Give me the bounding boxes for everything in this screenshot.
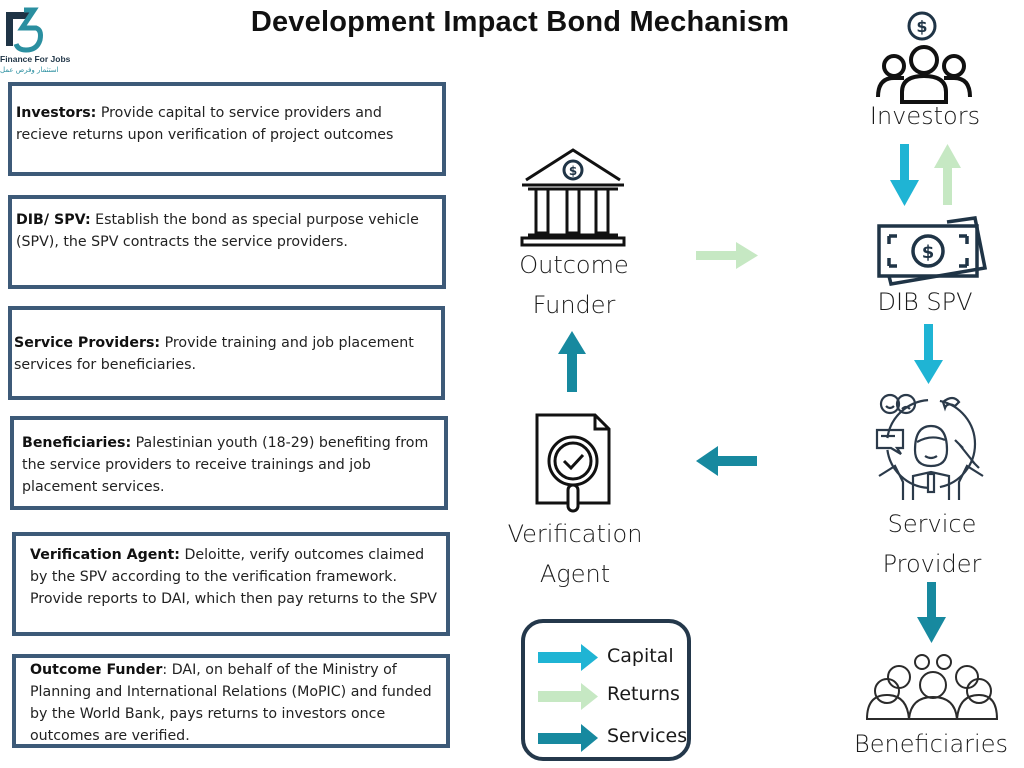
card-text: Provide capital to service providers and… — [16, 105, 394, 143]
label-line: Service — [887, 510, 977, 538]
node-dib-spv-label: DIB SPV — [877, 288, 973, 316]
arrow-services-provider-to-verification — [696, 446, 757, 476]
label-line: Agent — [539, 560, 611, 588]
legend-returns-arrow-icon — [538, 683, 598, 710]
card-term: Outcome Funder — [30, 662, 163, 678]
legend-label-services: Services — [607, 725, 688, 747]
logo-name: Finance For Jobs — [0, 54, 71, 64]
finance-for-jobs-logo — [2, 6, 72, 78]
legend-label-capital: Capital — [607, 645, 674, 667]
document-magnifier-icon — [535, 413, 611, 513]
card-term: DIB/ SPV: — [16, 212, 91, 228]
card-verification-agent: Verification Agent: Deloitte, verify out… — [12, 532, 450, 636]
legend — [521, 619, 691, 761]
card-service-providers: Service Providers: Provide training and … — [8, 306, 445, 400]
banknote-icon: $ — [877, 216, 988, 286]
logo-mark-icon — [6, 7, 43, 53]
label-line: Verification — [507, 520, 643, 548]
card-text: : DAI, on behalf of the Ministry of Plan… — [30, 662, 432, 744]
card-term: Investors: — [16, 105, 97, 121]
svg-text:$: $ — [922, 242, 935, 263]
arrow-returns-spv-to-investors — [934, 144, 961, 205]
legend-capital-arrow-icon — [538, 644, 598, 671]
legend-arrows — [538, 644, 598, 752]
logo-arabic-name: استثمار وفرص عمل — [0, 66, 59, 74]
card-term: Verification Agent: — [30, 547, 180, 563]
card-term: Beneficiaries: — [22, 435, 132, 451]
service-provider-icon — [875, 393, 984, 500]
arrow-capital-investors-to-spv — [890, 144, 919, 206]
card-text: Provide training and job placement servi… — [14, 335, 414, 373]
card-term: Service Providers: — [14, 335, 161, 351]
card-text: Deloitte, verify outcomes claimed by the… — [30, 547, 437, 607]
legend-label-returns: Returns — [607, 683, 680, 705]
legend-services-arrow-icon — [538, 724, 598, 752]
bank-building-icon: $ — [520, 148, 626, 247]
svg-text:$: $ — [569, 164, 577, 178]
crowd-icon — [865, 654, 999, 720]
label-line: Outcome — [519, 251, 629, 279]
arrow-capital-spv-to-provider — [914, 324, 943, 384]
node-service-provider-label: Service Provider — [857, 504, 1007, 584]
node-verification-agent-label: Verification Agent — [495, 514, 655, 594]
label-line: Funder — [532, 291, 616, 319]
investors-group-icon: $ — [876, 11, 972, 104]
arrow-services-provider-to-beneficiaries — [917, 582, 946, 643]
card-outcome-funder: Outcome Funder: DAI, on behalf of the Mi… — [12, 654, 450, 748]
card-investors: Investors: Provide capital to service pr… — [8, 82, 446, 176]
card-text: Establish the bond as special purpose ve… — [16, 212, 419, 250]
label-line: Provider — [882, 550, 982, 578]
card-dib-spv: DIB/ SPV: Establish the bond as special … — [8, 195, 446, 289]
card-beneficiaries: Beneficiaries: Palestinian youth (18-29)… — [10, 416, 448, 510]
page-title: Development Impact Bond Mechanism — [250, 6, 790, 38]
svg-text:$: $ — [916, 17, 927, 36]
node-investors-label: Investors — [869, 102, 981, 130]
card-text: Palestinian youth (18-29) benefiting fro… — [22, 435, 429, 495]
node-outcome-funder-label: Outcome Funder — [500, 245, 648, 325]
arrow-returns-funder-to-spv — [696, 242, 758, 269]
node-beneficiaries-label: Beneficiaries — [854, 730, 1008, 758]
arrow-services-verification-to-funder — [558, 331, 586, 392]
